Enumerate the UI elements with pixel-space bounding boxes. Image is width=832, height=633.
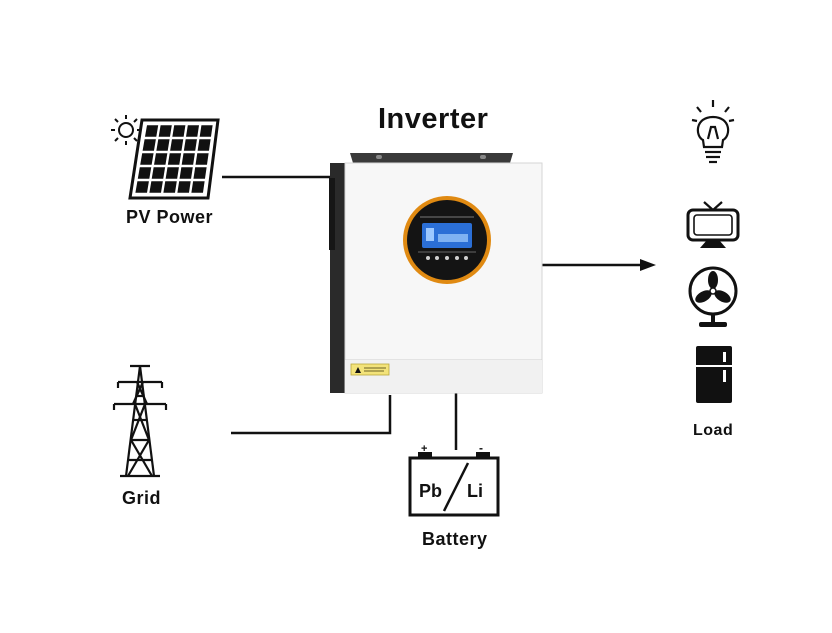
light-bulb-icon [691,100,735,164]
solar-cell [191,181,205,193]
solar-cell [199,125,213,137]
battery-label: Battery [422,529,488,549]
solar-cell [135,181,149,193]
refrigerator-icon [696,346,732,403]
solar-cell [163,181,177,193]
solar-panel-icon [128,118,220,200]
solar-cell [181,153,195,165]
solar-cell [158,125,172,137]
inverter-device [329,153,543,394]
solar-cell [170,139,184,151]
battery-li-text: Li [467,481,483,501]
solar-cell [195,153,209,165]
solar-cell [142,139,156,151]
battery-minus-sign: - [479,441,483,455]
load-label: Load [693,422,734,439]
pv-group [111,115,220,200]
grid-to-inverter-line [231,395,392,435]
solar-cell [193,167,207,179]
inverter-title: Inverter [378,103,489,135]
grid-label: Grid [122,488,162,508]
solar-cell [165,167,179,179]
transmission-tower-icon [112,364,168,478]
warning-sticker [350,363,390,376]
solar-cell [172,125,186,137]
battery-plus-sign: + [421,443,427,455]
solar-cell [197,139,211,151]
solar-cell [183,139,197,151]
fan-icon [688,266,738,327]
solar-cell [177,181,191,193]
connection-lines [222,175,642,450]
load-arrowhead [640,259,656,271]
solar-cell [154,153,168,165]
lcd-buttons [426,256,468,260]
battery-icon: + - Pb Li [408,441,500,517]
solar-cell [156,139,170,151]
battery-pb-text: Pb [419,481,442,501]
television-icon [686,201,740,248]
solar-cell [186,125,200,137]
solar-cell [149,181,163,193]
solar-cell [179,167,193,179]
solar-cell [145,125,159,137]
solar-cell [151,167,166,179]
solar-cell [167,153,182,165]
sun-icon [111,115,141,145]
lcd-display [403,196,491,284]
solar-cell [140,153,154,165]
solar-cell [137,167,152,179]
pv-power-label: PV Power [126,207,214,227]
